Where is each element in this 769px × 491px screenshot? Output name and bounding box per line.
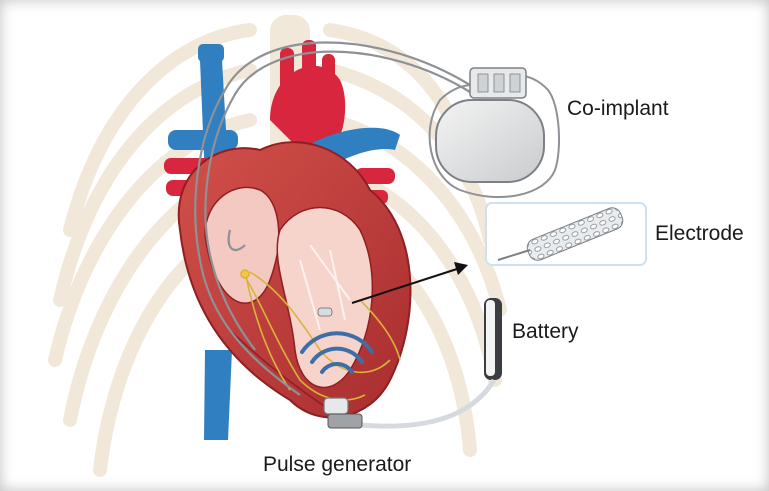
electrode-inset bbox=[486, 203, 646, 265]
co-implant-label: Co-implant bbox=[567, 97, 669, 121]
pulse-generator-label: Pulse generator bbox=[263, 453, 411, 477]
electrode-label: Electrode bbox=[655, 222, 744, 246]
co-implant-device bbox=[430, 68, 559, 197]
micro-electrode bbox=[318, 308, 332, 316]
battery-label: Battery bbox=[512, 320, 579, 344]
battery-device bbox=[484, 298, 502, 380]
